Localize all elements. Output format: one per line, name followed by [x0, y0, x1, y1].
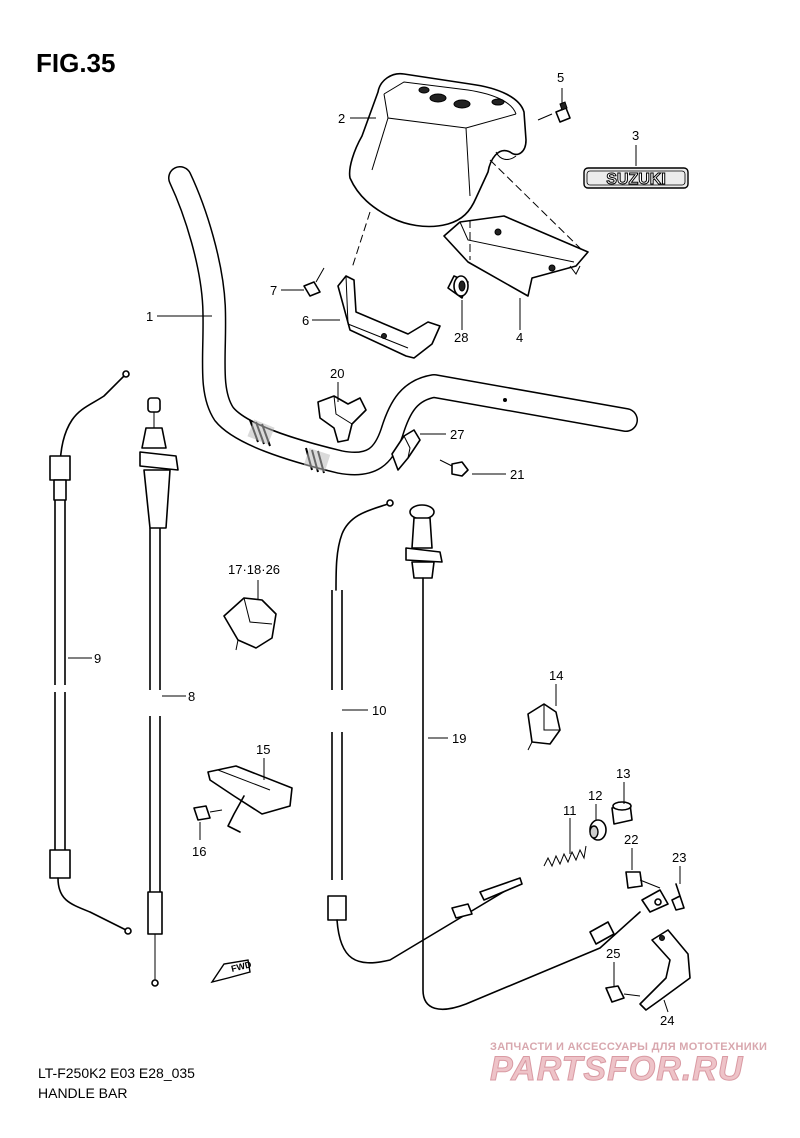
callout-23[interactable]: 23	[672, 850, 686, 865]
part-20-clamp[interactable]	[317, 395, 367, 443]
model-code: LT-F250K2 E03 E28_035	[38, 1065, 195, 1081]
callout-1[interactable]: 1	[146, 309, 153, 324]
part-21-bolt[interactable]	[439, 459, 469, 477]
callout-4[interactable]: 4	[516, 330, 523, 345]
callout-10[interactable]: 10	[372, 703, 386, 718]
part-23-clip[interactable]	[671, 883, 685, 911]
part-13-pin[interactable]	[611, 801, 633, 825]
figure-subtitle: HANDLE BAR	[38, 1085, 128, 1101]
part-10-cable[interactable]	[327, 499, 523, 964]
part-4-bracket[interactable]	[443, 215, 589, 297]
callout-6[interactable]: 6	[302, 313, 309, 328]
callout-17-18-26[interactable]: 17·18·26	[228, 562, 280, 577]
callout-11[interactable]: 11	[563, 803, 577, 818]
part-27-clamp[interactable]	[391, 429, 421, 471]
part-11-spring[interactable]	[543, 845, 587, 868]
part-15-bracket[interactable]	[207, 765, 293, 833]
part-16-bolt[interactable]	[193, 805, 223, 821]
watermark-brand: PARTSFOR.RU	[489, 1050, 744, 1089]
callout-24[interactable]: 24	[660, 1013, 674, 1028]
part-19-choke-cable[interactable]	[405, 504, 641, 1011]
callout-16[interactable]: 16	[192, 844, 206, 859]
part-28-grommet[interactable]	[447, 275, 469, 299]
callout-21[interactable]: 21	[510, 467, 524, 482]
callout-19[interactable]: 19	[452, 731, 466, 746]
callout-8[interactable]: 8	[188, 689, 195, 704]
callout-15[interactable]: 15	[256, 742, 270, 757]
part-cable-end-joint[interactable]	[641, 889, 669, 913]
callout-20[interactable]: 20	[330, 366, 344, 381]
suzuki-logo-text: SUZUKI	[606, 171, 666, 188]
figure-title: FIG.35	[36, 48, 116, 78]
fwd-arrow: FWD	[210, 959, 253, 984]
part-12-collar[interactable]	[589, 819, 607, 841]
part-6-bracket[interactable]	[337, 275, 441, 359]
callout-25[interactable]: 25	[606, 946, 620, 961]
part-9-cable[interactable]	[49, 370, 132, 935]
part-22-pin[interactable]	[625, 871, 661, 889]
fwd-label: FWD	[230, 959, 253, 974]
part-14-clamp[interactable]	[527, 703, 561, 751]
callout-7[interactable]: 7	[270, 283, 277, 298]
part-3-suzuki-emblem[interactable]: SUZUKI	[583, 167, 689, 189]
part-1-handlebar[interactable]	[168, 166, 638, 476]
callout-9[interactable]: 9	[94, 651, 101, 666]
callout-28[interactable]: 28	[454, 330, 468, 345]
callout-2[interactable]: 2	[338, 111, 345, 126]
part-8-cable[interactable]	[139, 397, 179, 987]
part-2-handlebar-cover[interactable]	[348, 72, 527, 228]
callout-14[interactable]: 14	[549, 668, 563, 683]
callout-27[interactable]: 27	[450, 427, 464, 442]
watermark-subtitle: ЗАПЧАСТИ И АКСЕССУАРЫ ДЛЯ МОТОТЕХНИКИ	[490, 1041, 768, 1053]
part-17-clamp[interactable]	[223, 597, 277, 651]
callout-labels: 1 2 3 4 5 6 7 8 9 10 11 12 13 14 15 16 1…	[94, 70, 686, 1028]
leader-lines	[68, 88, 681, 1013]
part-5-screw[interactable]	[555, 101, 571, 123]
callout-22[interactable]: 22	[624, 832, 638, 847]
part-24-lever[interactable]	[639, 929, 691, 1011]
callout-3[interactable]: 3	[632, 128, 639, 143]
part-7-screw[interactable]	[303, 267, 325, 297]
callout-5[interactable]: 5	[557, 70, 564, 85]
callout-12[interactable]: 12	[588, 788, 602, 803]
callout-13[interactable]: 13	[616, 766, 630, 781]
part-25-bolt[interactable]	[605, 985, 641, 1003]
